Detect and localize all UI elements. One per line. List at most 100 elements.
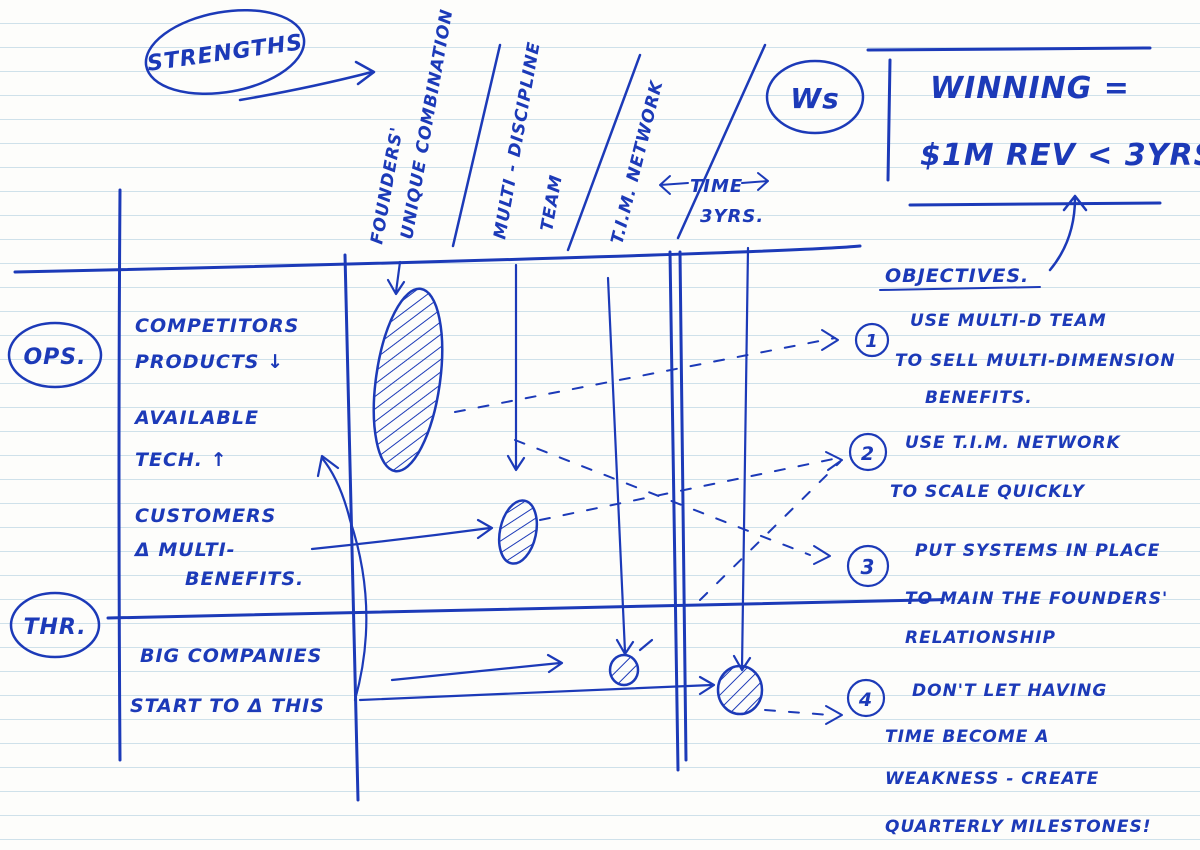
threat-hatched-circle-2 <box>716 664 764 716</box>
opportunity-1-line-1: COMPETITORS <box>135 315 299 337</box>
left-vertical-line <box>117 188 122 762</box>
arrow-head-objective-4 <box>825 705 843 725</box>
team-down-arrow <box>506 263 526 472</box>
threat-1-line-1: BIG COMPANIES <box>140 645 322 667</box>
strength-column-headers: FOUNDERS' UNIQUE COMBINATION MULTI - DIS… <box>367 7 668 246</box>
opportunity-2-line-1: AVAILABLE <box>133 407 259 429</box>
objective-3-number-circle <box>846 544 890 588</box>
objective-1-line-1: USE MULTI-D TEAM <box>910 311 1107 331</box>
arrow-head-objective-1 <box>821 329 839 351</box>
winning-definition: WINNING = $1M REV < 3YRS <box>920 71 1200 272</box>
customers-to-ellipse-arrow <box>310 518 494 551</box>
slant-line-2 <box>566 53 642 252</box>
objective-3-line-1: PUT SYSTEMS IN PLACE <box>915 541 1160 561</box>
opportunities-list: COMPETITORS PRODUCTS ↓ AVAILABLE TECH. ↑… <box>133 315 304 590</box>
weakness-time-label: TIME <box>690 176 743 197</box>
objective-3-line-2: TO MAIN THE FOUNDERS' <box>905 589 1168 609</box>
opportunity-1-line-2: PRODUCTS ↓ <box>135 351 284 373</box>
top-horizontal-line <box>13 244 862 274</box>
founders-down-arrow <box>386 260 406 296</box>
dashed-connectors <box>454 337 841 716</box>
strengths-label: STRENGTHS <box>146 30 305 77</box>
objectives-heading: OBJECTIVES. <box>885 265 1029 287</box>
connector-arrows <box>310 246 752 702</box>
slanted-header-lines <box>451 43 767 252</box>
dash-to-objective-2 <box>539 457 839 521</box>
objective-4-line-1: DON'T LET HAVING <box>912 681 1107 701</box>
objective-4-number-circle <box>846 678 886 718</box>
threats-list: BIG COMPANIES START TO Δ THIS <box>130 645 325 717</box>
grid-lines <box>13 46 1162 802</box>
objective-3-line-3: RELATIONSHIP <box>905 628 1056 648</box>
objective-4-number: 4 <box>858 689 873 711</box>
strengths-label-group: STRENGTHS <box>144 8 376 102</box>
time-down-arrow <box>732 246 752 672</box>
objective-3-number: 3 <box>861 555 876 579</box>
threat-1-line-2: START TO Δ THIS <box>130 695 325 717</box>
weakness-years-label: 3YRS. <box>700 206 764 227</box>
objective-1-line-3: BENEFITS. <box>925 388 1033 408</box>
strengths-arrow <box>238 60 376 102</box>
time-arrow-right <box>741 172 769 191</box>
strength-column-1-line-2: UNIQUE COMBINATION <box>397 7 457 241</box>
strength-column-2-line-2: TEAM <box>537 173 567 233</box>
arrow-head-objective-2 <box>825 451 843 471</box>
opportunity-hatched-ellipse <box>497 499 539 565</box>
opportunity-2-line-2: TECH. ↑ <box>135 449 228 471</box>
threat-to-opportunity-curve <box>316 454 368 702</box>
threats-label: THR. <box>23 615 86 640</box>
dash-to-objective-4 <box>764 709 831 716</box>
objective-1-line-2: TO SELL MULTI-DIMENSION <box>895 351 1176 371</box>
time-arrow-left <box>659 175 689 195</box>
slant-line-3 <box>676 43 767 240</box>
winning-line-2: $1M REV < 3YRS <box>920 138 1200 173</box>
objectives-underline <box>879 286 1041 291</box>
objective-4-line-3: WEAKNESS - CREATE <box>885 769 1099 789</box>
weaknesses-label-group: Ws <box>765 59 865 135</box>
opportunity-3-line-3: BENEFITS. <box>185 568 304 590</box>
objective-4-line-4: QUARTERLY MILESTONES! <box>885 817 1152 837</box>
strengths-circle <box>144 8 306 96</box>
threats-label-group: THR. <box>9 591 101 659</box>
winning-box-bottom-line <box>908 201 1162 207</box>
network-down-arrow <box>606 276 635 656</box>
dash-time-to-objective-2 <box>699 461 841 601</box>
arrow-head-objective-3 <box>813 545 831 565</box>
winning-box-top-line <box>866 46 1152 52</box>
weakness-column-header: TIME 3YRS. <box>659 172 769 227</box>
threats-circle <box>9 591 101 659</box>
objective-2-line-1: USE T.I.M. NETWORK <box>905 433 1122 453</box>
objective-1-number-circle <box>854 322 890 358</box>
strength-column-2-line-1: MULTI - DISCIPLINE <box>490 40 545 241</box>
network-tick-mark <box>638 638 654 652</box>
middle-horizontal-line <box>106 598 945 620</box>
objective-2-number-circle <box>848 432 888 472</box>
weaknesses-label: Ws <box>790 82 840 115</box>
weakness-column-divider-b <box>678 250 688 762</box>
opportunities-label-group: OPS. <box>7 321 103 389</box>
threat-hatched-circle-1 <box>608 653 640 687</box>
opportunities-label: OPS. <box>23 345 86 370</box>
objective-2-number: 2 <box>861 443 875 465</box>
strength-column-3-line-1: T.I.M. NETWORK <box>607 77 667 246</box>
dashed-arrow-heads <box>813 329 843 725</box>
winning-arrow <box>1048 194 1088 272</box>
weaknesses-circle <box>765 59 865 135</box>
hatched-markers <box>372 287 764 716</box>
founders-hatched-ellipse <box>372 287 444 473</box>
opportunities-circle <box>7 321 103 389</box>
weakness-column-divider-a <box>668 250 680 772</box>
opportunity-3-line-1: CUSTOMERS <box>135 505 276 527</box>
dash-to-objective-3 <box>514 439 811 556</box>
winning-line-1: WINNING = <box>930 71 1130 106</box>
slant-line-1 <box>451 43 502 248</box>
big-companies-arrow-2 <box>358 675 716 702</box>
objective-1-number: 1 <box>865 331 879 352</box>
dash-to-objective-1 <box>454 337 836 413</box>
objectives-section: OBJECTIVES. 1 USE MULTI-D TEAM TO SELL M… <box>846 265 1176 837</box>
objective-2-line-2: TO SCALE QUICKLY <box>890 482 1086 502</box>
winning-box-left-line <box>886 58 892 182</box>
big-companies-arrow-1 <box>390 653 564 682</box>
opportunity-3-line-2: Δ MULTI- <box>133 539 236 561</box>
